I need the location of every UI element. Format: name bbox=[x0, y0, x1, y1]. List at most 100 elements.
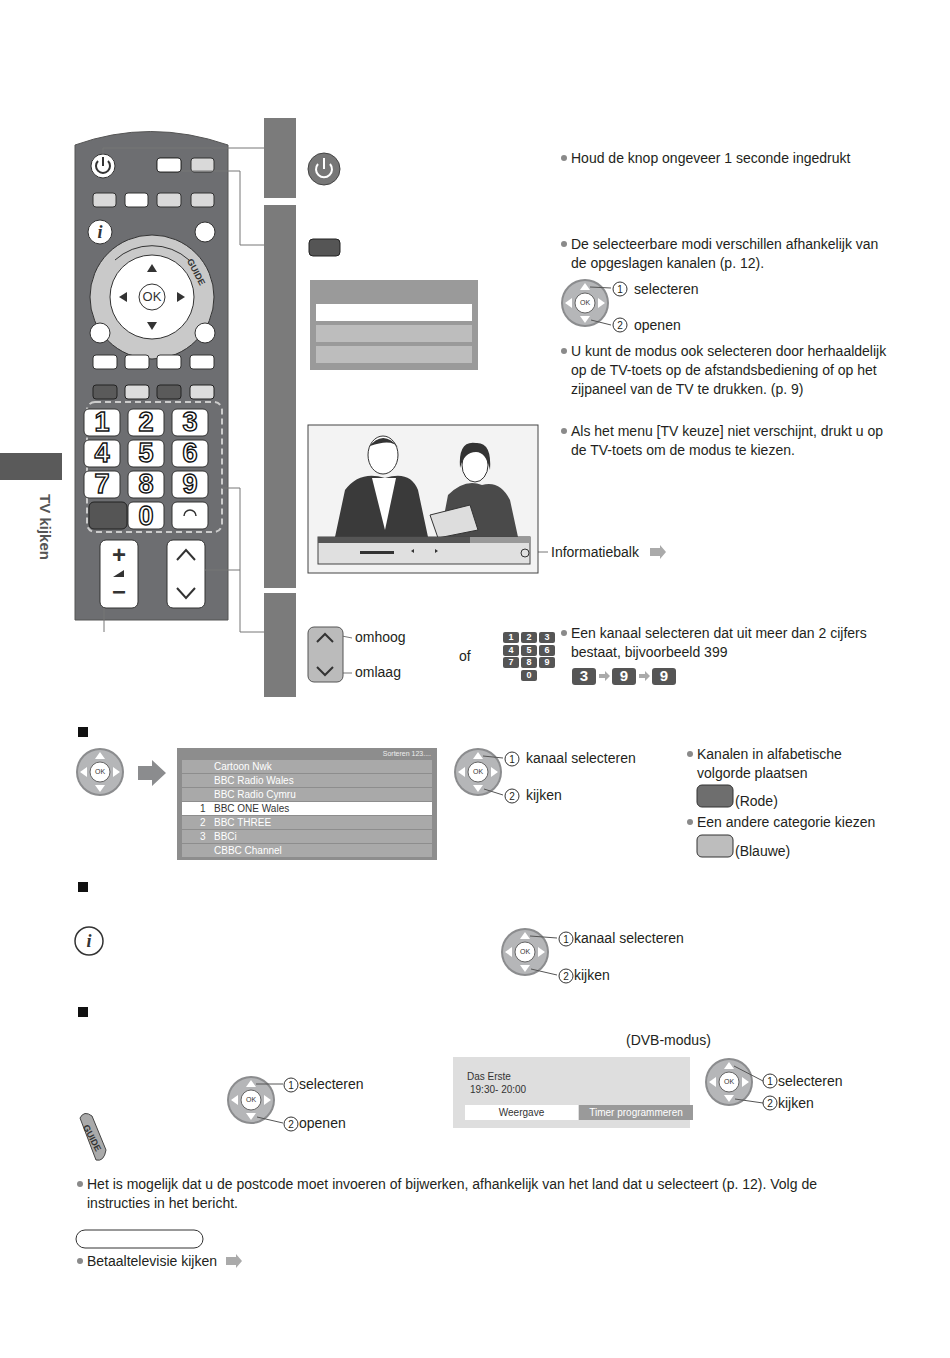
remote-control bbox=[91, 154, 115, 178]
key-symbol: − bbox=[112, 580, 126, 604]
step-text: selecteren bbox=[778, 1072, 843, 1091]
key-number: 7 bbox=[508, 657, 513, 667]
remote-control bbox=[90, 323, 110, 343]
power-button bbox=[323, 158, 325, 169]
remote-control bbox=[93, 385, 214, 399]
step-bands bbox=[264, 118, 296, 198]
menu-row: CBBC Channel bbox=[182, 844, 432, 857]
dpad-icon bbox=[76, 279, 753, 1124]
channel-buttons bbox=[308, 627, 343, 682]
popup-button-selected: Timer programmeren bbox=[579, 1105, 693, 1120]
step-text: kijken bbox=[778, 1094, 814, 1113]
remote-control bbox=[172, 440, 208, 467]
key-number: 4 bbox=[508, 645, 513, 655]
key-number: 7 bbox=[94, 471, 109, 498]
step-number: 1 bbox=[763, 1074, 778, 1089]
leader-line bbox=[256, 287, 763, 1123]
node-text: 2 bbox=[200, 816, 206, 829]
instruction: De selecteerbare modi verschillen afhank… bbox=[560, 235, 886, 273]
numeric-keypad-icon bbox=[503, 632, 519, 643]
step-text: selecteren bbox=[299, 1075, 364, 1094]
tv-screen bbox=[368, 436, 398, 474]
step-number: 2 bbox=[505, 789, 520, 804]
instruction: Een andere categorie kiezen bbox=[686, 813, 875, 832]
step-number: 1 bbox=[284, 1078, 299, 1093]
remote-control bbox=[84, 409, 208, 529]
mode-menu bbox=[316, 304, 472, 321]
node-text: BBC ONE Wales bbox=[214, 802, 289, 815]
key-sequence bbox=[599, 671, 610, 681]
leader-line bbox=[256, 1084, 283, 1085]
remote-control bbox=[125, 385, 149, 399]
key-number: 8 bbox=[526, 657, 531, 667]
tv-screen bbox=[368, 438, 399, 448]
connector-word: of bbox=[459, 647, 471, 666]
remote-control bbox=[125, 193, 148, 207]
mode-menu bbox=[316, 346, 472, 363]
key-number: 0 bbox=[526, 670, 531, 680]
menu-row: BBC Radio Wales bbox=[182, 774, 432, 787]
remote-control bbox=[139, 284, 165, 310]
key-sequence bbox=[572, 668, 596, 685]
button-label: OK bbox=[473, 768, 483, 776]
remote-control bbox=[184, 510, 196, 516]
menu-row-selected: 1 BBC ONE Wales bbox=[182, 802, 432, 815]
remote-control bbox=[84, 409, 120, 436]
info-button bbox=[75, 927, 103, 955]
key-number: 5 bbox=[138, 440, 153, 467]
node-text: BBC THREE bbox=[214, 816, 271, 829]
key-number: 3 bbox=[580, 668, 588, 684]
remote-control bbox=[172, 471, 208, 498]
note-box bbox=[76, 1230, 203, 1248]
menu-row: Cartoon Nwk bbox=[182, 760, 432, 773]
mode-menu bbox=[316, 325, 472, 342]
mode-menu bbox=[310, 280, 478, 370]
key-sequence bbox=[612, 668, 636, 685]
tv-screen bbox=[411, 549, 414, 553]
remote-control bbox=[93, 385, 117, 399]
remote-control bbox=[167, 540, 205, 608]
remote-control bbox=[128, 471, 164, 498]
remote-control bbox=[93, 193, 116, 207]
instruction: Als het menu [TV keuze] niet verschijnt,… bbox=[560, 422, 901, 460]
callout-label: Informatiebalk bbox=[551, 543, 639, 562]
step-number: 2 bbox=[613, 318, 628, 333]
node-text: BBC Radio Cymru bbox=[214, 788, 296, 801]
section-marker bbox=[78, 882, 88, 892]
leader-line bbox=[103, 148, 548, 673]
tv-button bbox=[309, 239, 340, 256]
button-label: OK bbox=[246, 1096, 256, 1104]
dpad-icon bbox=[501, 928, 549, 976]
section-marker bbox=[78, 727, 88, 737]
leader-line bbox=[735, 1099, 763, 1103]
popup-panel: Das Erste19:30- 20:00WeergaveTimer progr… bbox=[453, 1057, 690, 1128]
tv-button bbox=[309, 239, 340, 256]
node-text: 1 bbox=[200, 802, 206, 815]
tv-screen bbox=[650, 545, 666, 559]
dpad-icon bbox=[454, 748, 502, 796]
key-number: 2 bbox=[138, 409, 153, 436]
key-number: 5 bbox=[526, 645, 531, 655]
numeric-keypad-icon bbox=[503, 657, 519, 668]
remote-control bbox=[157, 193, 181, 207]
tv-screen bbox=[318, 537, 530, 543]
remote-control bbox=[88, 220, 112, 244]
key-number: 9 bbox=[182, 471, 197, 498]
leader-line bbox=[590, 287, 611, 288]
leader-line bbox=[531, 969, 557, 975]
tv-screen bbox=[318, 537, 530, 564]
step-number: 1 bbox=[613, 282, 628, 297]
remote-control bbox=[191, 193, 214, 207]
remote-control bbox=[113, 570, 124, 577]
instruction: Houd de knop ongeveer 1 seconde ingedruk… bbox=[560, 149, 901, 168]
tv-screen bbox=[360, 551, 394, 554]
guide-button bbox=[80, 1113, 106, 1160]
remote-control bbox=[157, 158, 181, 172]
menu-row: 2 BBC THREE bbox=[182, 816, 432, 829]
node-text: Weergave bbox=[465, 1106, 578, 1119]
key-number: 6 bbox=[182, 440, 197, 467]
side-tab bbox=[0, 453, 62, 480]
leader-line bbox=[222, 488, 264, 632]
